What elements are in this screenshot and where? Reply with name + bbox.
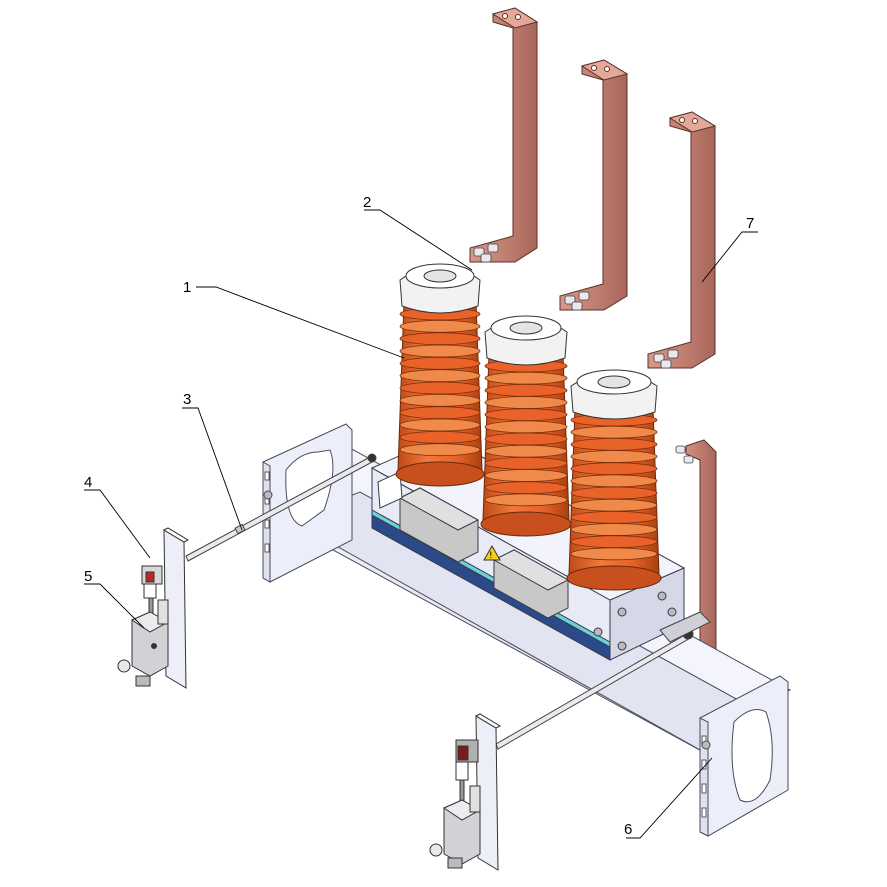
left-end-plate bbox=[262, 423, 353, 583]
insulator-rib bbox=[484, 371, 568, 385]
insulator-rib bbox=[399, 381, 481, 395]
busbar-3 bbox=[647, 111, 716, 369]
insulator-rib bbox=[399, 406, 481, 420]
leader-4 bbox=[84, 489, 151, 559]
insulator-rib bbox=[484, 469, 568, 482]
insulator-base bbox=[480, 511, 572, 537]
insulator-terminal bbox=[509, 321, 543, 335]
callout-5: 5 bbox=[84, 568, 92, 585]
warning-icon bbox=[483, 544, 501, 561]
insulator-rib bbox=[570, 437, 658, 451]
bolt-clusters bbox=[473, 243, 694, 464]
insulator-rib bbox=[570, 486, 658, 500]
insulator-rib bbox=[570, 510, 658, 524]
insulator-rib bbox=[570, 462, 658, 476]
busbar-1 bbox=[469, 7, 538, 263]
insulator-rib bbox=[570, 425, 658, 439]
insulator-rib bbox=[484, 383, 568, 397]
callout-leaders bbox=[84, 209, 758, 839]
leader-7 bbox=[701, 231, 758, 283]
leader-5 bbox=[84, 583, 145, 629]
right-mechanism bbox=[429, 713, 502, 871]
leader-1 bbox=[196, 286, 405, 359]
insulator-pole-1 bbox=[395, 263, 485, 487]
callout-labels: 1 2 3 4 5 6 7 bbox=[84, 194, 754, 838]
callout-6: 6 bbox=[624, 821, 632, 838]
insulator-terminal bbox=[423, 269, 457, 283]
insulator-rib bbox=[399, 356, 481, 370]
callout-4: 4 bbox=[84, 474, 92, 491]
insulator-rib bbox=[484, 432, 568, 446]
insulator-rib bbox=[399, 319, 481, 333]
insulator-rib bbox=[484, 408, 568, 422]
insulator-rib bbox=[570, 523, 658, 536]
insulator-rib bbox=[399, 430, 481, 444]
insulator-poles bbox=[395, 263, 662, 591]
insulator-rib bbox=[570, 450, 658, 463]
insulator-rib bbox=[399, 393, 481, 407]
insulator-pole-3 bbox=[566, 369, 662, 591]
callout-3: 3 bbox=[183, 391, 191, 408]
busbar-1-top-tab bbox=[491, 7, 539, 29]
insulator-rib bbox=[570, 498, 658, 512]
insulator-rib bbox=[570, 547, 658, 561]
insulator-rib bbox=[484, 493, 568, 507]
leader-2 bbox=[364, 209, 473, 271]
insulator-rib bbox=[484, 420, 568, 434]
insulator-rib bbox=[484, 444, 568, 458]
insulator-rib bbox=[570, 474, 658, 488]
insulator-rib bbox=[399, 443, 481, 457]
insulator-rib bbox=[484, 481, 568, 495]
insulator-rib bbox=[399, 418, 481, 432]
insulator-rib bbox=[399, 344, 481, 358]
right-end-plate bbox=[699, 675, 789, 837]
insulator-base bbox=[395, 461, 485, 487]
drive-shafts bbox=[185, 453, 711, 750]
leader-3 bbox=[182, 407, 243, 531]
busbar-group bbox=[469, 7, 718, 673]
busbar-2 bbox=[559, 59, 628, 311]
leader-6 bbox=[626, 757, 713, 839]
callout-1: 1 bbox=[183, 279, 191, 296]
insulator-pole-2 bbox=[480, 315, 572, 537]
insulator-rib bbox=[399, 332, 481, 346]
insulator-rib bbox=[484, 456, 568, 470]
svg-text:!: ! bbox=[489, 551, 493, 561]
callout-2: 2 bbox=[363, 194, 371, 211]
insulator-rib bbox=[570, 535, 658, 549]
insulator-terminal bbox=[597, 375, 631, 389]
insulator-rib bbox=[399, 369, 481, 383]
left-mechanism bbox=[117, 527, 190, 689]
insulator-rib bbox=[484, 396, 568, 409]
insulator-base bbox=[566, 565, 662, 591]
callout-7: 7 bbox=[746, 215, 754, 232]
